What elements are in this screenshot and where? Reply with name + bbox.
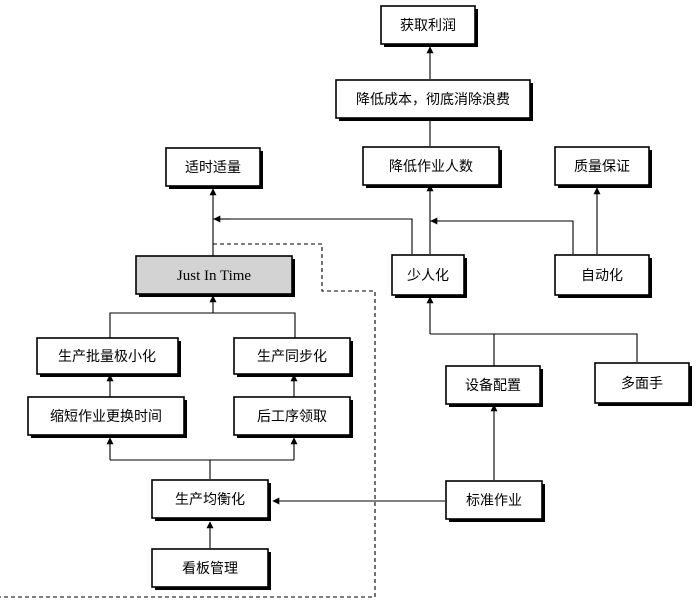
node-cost-waste: 降低成本，彻底消除浪费 bbox=[335, 79, 533, 121]
node-small-lot-label: 生产批量极小化 bbox=[58, 349, 156, 365]
node-quality-label: 质量保证 bbox=[574, 159, 630, 175]
node-kanban: 看板管理 bbox=[151, 548, 271, 590]
node-standard-work-label: 标准作业 bbox=[466, 493, 522, 509]
node-changeover: 缩短作业更换时间 bbox=[27, 396, 187, 438]
node-jit: Just In Time bbox=[135, 255, 295, 297]
node-autonomation-label: 自动化 bbox=[581, 268, 623, 284]
node-autonomation: 自动化 bbox=[554, 254, 652, 298]
node-multi-skill: 多面手 bbox=[594, 362, 692, 406]
node-leveling: 生产均衡化 bbox=[151, 479, 271, 521]
node-quality: 质量保证 bbox=[554, 146, 652, 188]
node-profit: 获取利润 bbox=[380, 5, 478, 47]
arrow-fewpeople-to-jitright bbox=[213, 218, 413, 254]
node-jit-right-amount: 适时适量 bbox=[165, 147, 263, 189]
node-small-lot: 生产批量极小化 bbox=[36, 337, 181, 377]
node-sync: 生产同步化 bbox=[233, 337, 353, 377]
node-sync-label: 生产同步化 bbox=[257, 349, 327, 365]
arrow-autonomation-to-headcount bbox=[430, 220, 574, 254]
node-equipment-label: 设备配置 bbox=[465, 377, 521, 394]
node-pull-label: 后工序领取 bbox=[257, 409, 327, 425]
dashed-kanban-loop bbox=[0, 243, 376, 598]
node-few-people: 少人化 bbox=[391, 254, 467, 298]
node-jit-right-amount-label: 适时适量 bbox=[185, 160, 241, 176]
node-cost-waste-label: 降低成本，彻底消除浪费 bbox=[356, 92, 510, 108]
node-standard-work: 标准作业 bbox=[445, 480, 545, 522]
node-few-people-label: 少人化 bbox=[407, 268, 449, 284]
node-jit-label: Just In Time bbox=[177, 268, 252, 284]
node-pull: 后工序领取 bbox=[233, 396, 353, 438]
arrow-smalllot-sync-to-jit bbox=[109, 312, 296, 338]
node-profit-label: 获取利润 bbox=[400, 18, 456, 34]
arrow-equipment-multiskill-to-fewpeople bbox=[493, 333, 638, 366]
node-headcount-label: 降低作业人数 bbox=[389, 159, 473, 175]
node-headcount: 降低作业人数 bbox=[362, 146, 502, 188]
node-changeover-label: 缩短作业更换时间 bbox=[50, 408, 162, 425]
connectors bbox=[0, 46, 638, 598]
node-kanban-label: 看板管理 bbox=[182, 561, 238, 577]
node-leveling-label: 生产均衡化 bbox=[175, 492, 245, 508]
node-equipment: 设备配置 bbox=[445, 365, 543, 407]
node-multi-skill-label: 多面手 bbox=[621, 375, 663, 392]
